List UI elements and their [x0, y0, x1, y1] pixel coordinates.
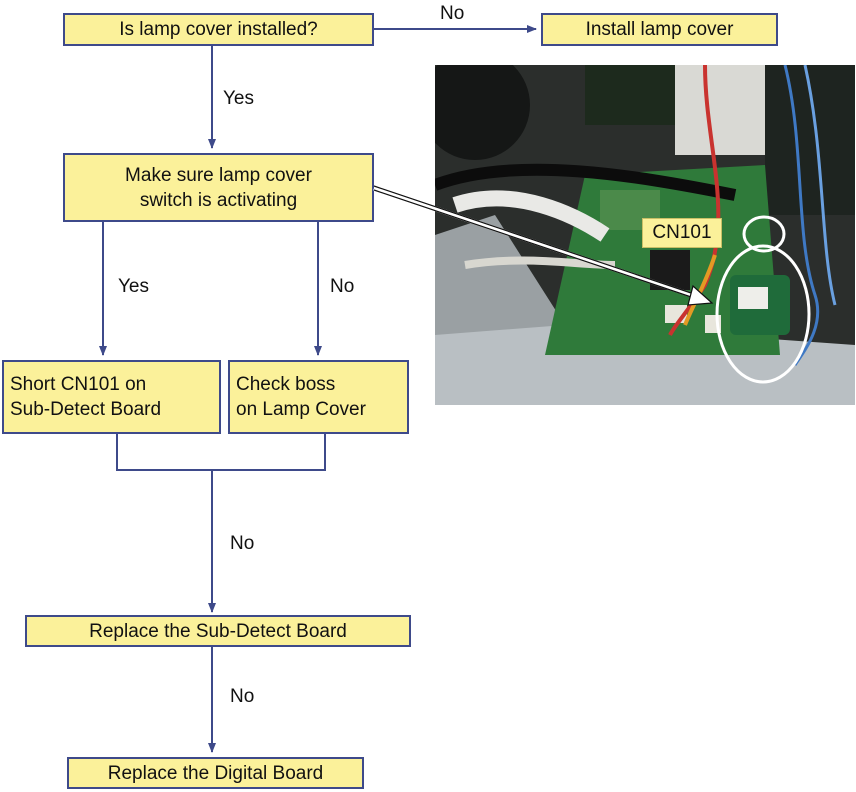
pointer-arrow: [0, 0, 856, 792]
